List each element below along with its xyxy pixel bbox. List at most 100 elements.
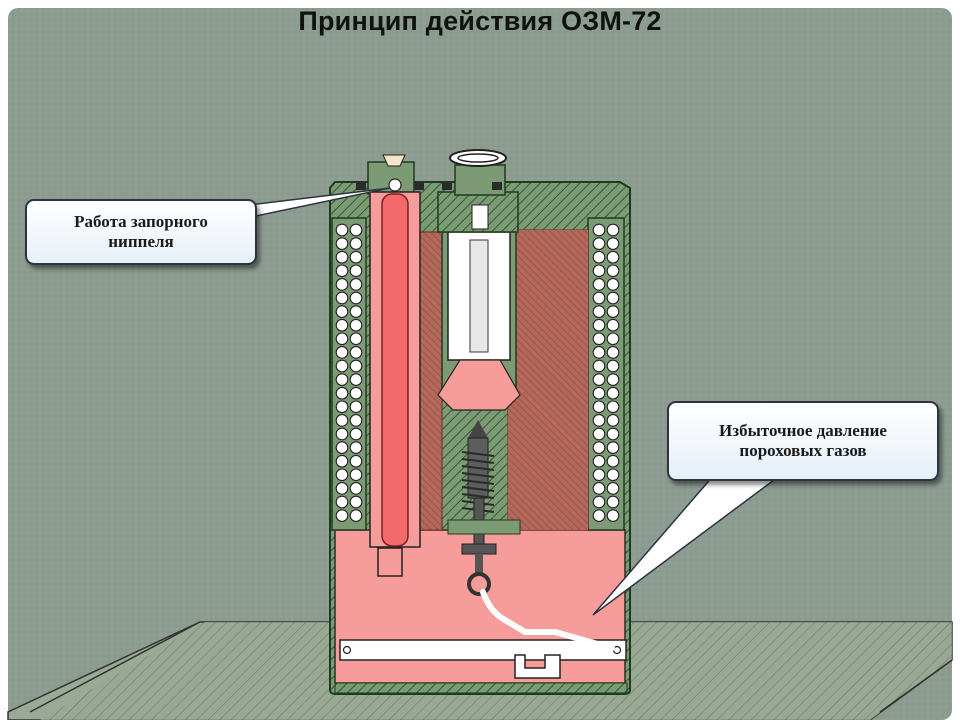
shrapnel-ball [335, 386, 349, 400]
shrapnel-ball [606, 250, 620, 264]
shrapnel-column-left [335, 223, 363, 522]
shrapnel-ball [606, 509, 620, 522]
spring-coil [461, 493, 495, 499]
shrapnel-ball [592, 454, 606, 468]
shrapnel-ball [606, 414, 620, 427]
shrapnel-ball [349, 482, 363, 495]
callout-locking-nipple: Работа запорного ниппеля [25, 199, 257, 265]
shrapnel-ball [606, 278, 620, 291]
shrapnel-ball [592, 441, 606, 454]
shrapnel-ball [335, 495, 349, 509]
shrapnel-ball [606, 468, 620, 482]
shrapnel-ball [335, 400, 349, 414]
shrapnel-ball [335, 250, 349, 264]
shrapnel-column-right [592, 223, 620, 522]
gas-channel [480, 589, 615, 651]
callout-right-line1: Избыточное давление [719, 421, 887, 440]
shrapnel-ball [349, 454, 363, 468]
shrapnel-ball [592, 414, 606, 427]
shrapnel-ball [349, 468, 363, 482]
shrapnel-ball [606, 318, 620, 332]
shrapnel-ball [335, 291, 349, 305]
page-title: Принцип действия ОЗМ-72 [298, 6, 662, 36]
shrapnel-ball [335, 237, 349, 250]
shrapnel-ball [349, 278, 363, 291]
shrapnel-ball [349, 427, 363, 441]
shrapnel-ball [349, 346, 363, 359]
spring-coil [461, 486, 495, 492]
callout-gas-pressure: Избыточное давление пороховых газов [667, 401, 939, 481]
shrapnel-ball [592, 400, 606, 414]
shrapnel-ball [606, 305, 620, 318]
shrapnel-ball [349, 237, 363, 250]
shrapnel-ball [335, 278, 349, 291]
shrapnel-ball [592, 509, 606, 522]
shrapnel-ball [606, 400, 620, 414]
shrapnel-ball [606, 454, 620, 468]
shrapnel-ball [592, 237, 606, 250]
shrapnel-ball [606, 223, 620, 237]
shrapnel-ball [606, 427, 620, 441]
spring-coil [461, 479, 495, 485]
shrapnel-ball [349, 250, 363, 264]
shrapnel-ball [606, 237, 620, 250]
shrapnel-ball [335, 427, 349, 441]
spring-coil [461, 472, 495, 478]
shrapnel-ball [335, 441, 349, 454]
shrapnel-ball [335, 346, 349, 359]
explosive-charge-left [419, 231, 443, 531]
shrapnel-ball [592, 468, 606, 482]
shrapnel-ball [335, 223, 349, 237]
shrapnel-ball [349, 264, 363, 278]
shrapnel-ball [592, 318, 606, 332]
shrapnel-ball [349, 441, 363, 454]
shrapnel-ball [592, 427, 606, 441]
shrapnel-ball [335, 454, 349, 468]
shrapnel-ball [592, 359, 606, 373]
shrapnel-ball [606, 495, 620, 509]
shrapnel-ball [592, 482, 606, 495]
shrapnel-ball [606, 482, 620, 495]
callout-right-line2: пороховых газов [739, 441, 867, 460]
shrapnel-ball [606, 441, 620, 454]
shrapnel-ball [335, 468, 349, 482]
shrapnel-ball [349, 223, 363, 237]
shrapnel-ball [335, 332, 349, 346]
shrapnel-ball [349, 400, 363, 414]
firing-mechanism [447, 420, 521, 596]
shrapnel-ball [592, 278, 606, 291]
shrapnel-ball [335, 359, 349, 373]
shrapnel-ball [349, 373, 363, 386]
shrapnel-ball [592, 495, 606, 509]
shrapnel-ball [592, 386, 606, 400]
shrapnel-ball [606, 291, 620, 305]
shrapnel-ball [349, 318, 363, 332]
expelling-tube [369, 191, 421, 577]
shrapnel-ball [335, 305, 349, 318]
spring-coil [461, 458, 495, 464]
shrapnel-ball [592, 264, 606, 278]
shrapnel-ball [592, 250, 606, 264]
callout-left-line2: ниппеля [108, 232, 174, 251]
shrapnel-ball [335, 509, 349, 522]
shrapnel-ball [606, 373, 620, 386]
shrapnel-ball [592, 223, 606, 237]
shrapnel-ball [606, 346, 620, 359]
spring-coil [461, 451, 495, 457]
shrapnel-ball [349, 386, 363, 400]
shrapnel-ball [592, 291, 606, 305]
shrapnel-ball [606, 332, 620, 346]
shrapnel-ball [592, 346, 606, 359]
shrapnel-ball [592, 373, 606, 386]
shrapnel-ball [349, 359, 363, 373]
shrapnel-ball [606, 359, 620, 373]
shrapnel-ball [335, 318, 349, 332]
shrapnel-ball [349, 291, 363, 305]
shrapnel-ball [335, 482, 349, 495]
shrapnel-ball [349, 495, 363, 509]
base-plate [334, 639, 628, 694]
shrapnel-ball [349, 305, 363, 318]
shrapnel-ball [349, 509, 363, 522]
shrapnel-ball [592, 332, 606, 346]
